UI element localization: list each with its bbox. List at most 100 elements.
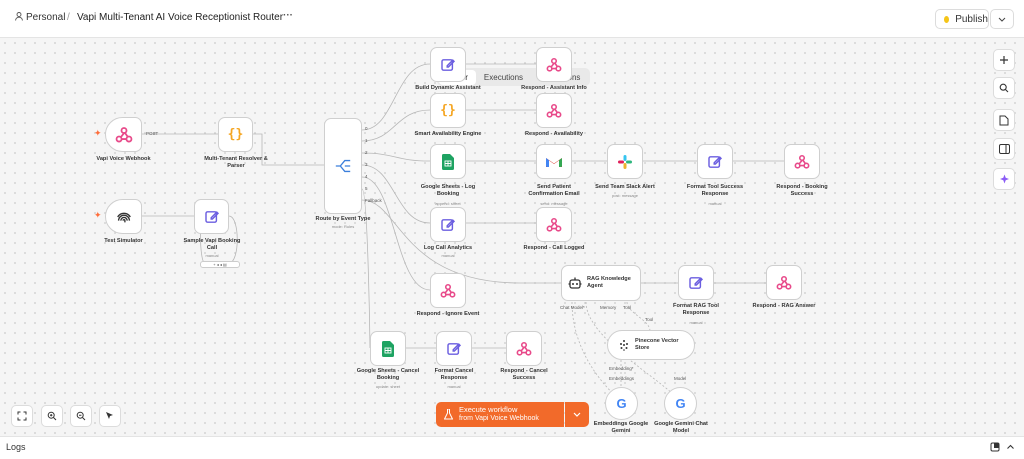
port-label-tool: Tool bbox=[645, 317, 654, 322]
node-google-sheets-log-booking[interactable] bbox=[430, 144, 466, 179]
webhook-icon bbox=[546, 217, 562, 232]
node-label: Embeddings Google Gemini bbox=[593, 421, 649, 434]
router-output-label: 0 bbox=[365, 126, 368, 131]
tab-executions[interactable]: Executions bbox=[483, 72, 524, 82]
zoom-out-button[interactable] bbox=[70, 405, 92, 427]
trigger-bolt-icon: ✦ bbox=[94, 210, 102, 220]
node-smart-availability-engine[interactable]: {} bbox=[430, 93, 466, 128]
status-dot bbox=[944, 15, 950, 23]
node-label: Respond - Assistant Info bbox=[521, 85, 587, 91]
node-label: Format Tool Success Response bbox=[686, 184, 744, 197]
user-icon bbox=[15, 12, 23, 21]
node-label: Respond - Booking Success bbox=[776, 184, 828, 197]
switch-icon bbox=[335, 159, 351, 173]
ai-assistant-button[interactable] bbox=[993, 168, 1015, 190]
node-google-gemini-chat-model[interactable]: G bbox=[664, 387, 697, 420]
select-mode-button[interactable] bbox=[99, 405, 121, 427]
pinecone-icon bbox=[620, 340, 628, 351]
node-respond-booking-success[interactable] bbox=[784, 144, 820, 179]
workflow-title[interactable]: Vapi Multi-Tenant AI Voice Receptionist … bbox=[77, 12, 284, 23]
node-format-tool-success-response[interactable] bbox=[697, 144, 733, 179]
node-hover-toolbar[interactable]: + ◂ ◂ ▤ bbox=[200, 261, 240, 268]
node-format-cancel-response[interactable] bbox=[436, 331, 472, 366]
gmail-icon bbox=[546, 157, 562, 167]
node-vapi-voice-webhook[interactable] bbox=[105, 117, 142, 152]
execute-dropdown-button[interactable] bbox=[565, 402, 589, 427]
code-braces-icon: {} bbox=[440, 103, 456, 118]
panel-icon bbox=[998, 144, 1010, 154]
connection bbox=[361, 152, 431, 162]
port-label-chat-model: Chat Model* bbox=[560, 305, 585, 310]
publish-button[interactable]: Publish bbox=[935, 9, 989, 29]
node-label: Multi-Tenant Resolver & Parser bbox=[204, 156, 268, 169]
execute-workflow-button[interactable]: Execute workflow from Vapi Voice Webhook bbox=[436, 402, 564, 427]
port-label-model: Model bbox=[674, 376, 687, 381]
node-subtitle: manual bbox=[708, 201, 722, 206]
plus-icon bbox=[1000, 56, 1008, 64]
node-respond-assistant-info[interactable] bbox=[536, 47, 572, 82]
node-label: Log Call Analytics bbox=[423, 245, 473, 251]
pen-edit-icon bbox=[708, 155, 723, 168]
toggle-panel-button[interactable] bbox=[993, 138, 1015, 160]
node-build-dynamic-assistant[interactable] bbox=[430, 47, 466, 82]
node-label: Google Sheets - Cancel Booking bbox=[356, 368, 420, 381]
webhook-icon bbox=[776, 275, 792, 290]
node-log-call-analytics[interactable] bbox=[430, 207, 466, 242]
node-send-patient-confirmation-email[interactable] bbox=[536, 144, 572, 179]
add-node-button[interactable] bbox=[993, 49, 1015, 71]
webhook-icon bbox=[440, 283, 456, 298]
node-embeddings-google-gemini[interactable]: G bbox=[605, 387, 638, 420]
node-label: Respond - Ignore Event bbox=[416, 311, 480, 317]
connection bbox=[361, 164, 431, 224]
webhook-icon bbox=[794, 154, 810, 169]
sticky-note-button[interactable] bbox=[993, 109, 1015, 131]
workflow-canvas[interactable]: Editor Executions Evaluations ✦ POST Vap… bbox=[0, 38, 1024, 436]
webhook-icon bbox=[115, 126, 132, 142]
node-subtitle: manual bbox=[205, 253, 219, 258]
flask-icon bbox=[444, 409, 453, 420]
node-respond-availability[interactable] bbox=[536, 93, 572, 128]
node-google-sheets-cancel-booking[interactable] bbox=[370, 331, 406, 366]
breadcrumb-separator: / bbox=[67, 12, 70, 23]
workspace-breadcrumb[interactable]: Personal bbox=[26, 12, 66, 23]
logs-popout-icon[interactable] bbox=[990, 442, 1000, 452]
node-label: Respond - Availability bbox=[524, 131, 584, 137]
node-respond-ignore-event[interactable] bbox=[430, 273, 466, 308]
node-respond-cancel-success[interactable] bbox=[506, 331, 542, 366]
fingerprint-icon bbox=[116, 212, 131, 222]
sticky-note-icon bbox=[999, 115, 1009, 125]
zoom-in-button[interactable] bbox=[41, 405, 63, 427]
fit-view-button[interactable] bbox=[11, 405, 33, 427]
connection bbox=[361, 109, 431, 142]
node-label: Build Dynamic Assistant bbox=[415, 85, 481, 91]
node-label: Sample Vapi Booking Call bbox=[183, 238, 241, 251]
node-rag-knowledge-agent[interactable]: RAG Knowledge Agent bbox=[561, 265, 641, 301]
slack-icon bbox=[618, 154, 632, 169]
publish-label: Publish bbox=[955, 13, 988, 25]
node-test-simulator[interactable] bbox=[105, 199, 142, 234]
router-output-label: 4 bbox=[365, 174, 368, 179]
node-subtitle: mode: Rules bbox=[331, 224, 355, 229]
search-button[interactable] bbox=[993, 77, 1015, 99]
chevron-down-icon bbox=[573, 412, 581, 417]
node-pinecone-vector-store[interactable]: Pinecone Vector Store bbox=[607, 330, 695, 360]
sparkle-icon bbox=[999, 174, 1009, 183]
execute-sublabel: from Vapi Voice Webhook bbox=[459, 414, 539, 422]
chevron-up-icon[interactable] bbox=[1006, 442, 1015, 452]
node-multi-tenant-resolver[interactable]: {} bbox=[218, 117, 253, 152]
node-subtitle: manual bbox=[689, 320, 703, 325]
publish-dropdown-button[interactable] bbox=[990, 9, 1014, 29]
search-icon bbox=[999, 83, 1009, 93]
port-label-memory: Memory bbox=[600, 305, 617, 310]
node-respond-rag-answer[interactable] bbox=[766, 265, 802, 300]
more-options-button[interactable]: ··· bbox=[283, 10, 293, 21]
node-sample-vapi-booking-call[interactable] bbox=[194, 199, 229, 234]
node-format-rag-tool-response[interactable] bbox=[678, 265, 714, 300]
robot-icon bbox=[568, 277, 582, 289]
node-route-by-event-type[interactable] bbox=[324, 118, 362, 214]
logs-bar[interactable]: Logs bbox=[0, 436, 1024, 459]
connection bbox=[361, 63, 431, 131]
node-respond-call-logged[interactable] bbox=[536, 207, 572, 242]
node-label: Google Sheets - Log Booking bbox=[420, 184, 476, 197]
node-send-team-slack-alert[interactable] bbox=[607, 144, 643, 179]
